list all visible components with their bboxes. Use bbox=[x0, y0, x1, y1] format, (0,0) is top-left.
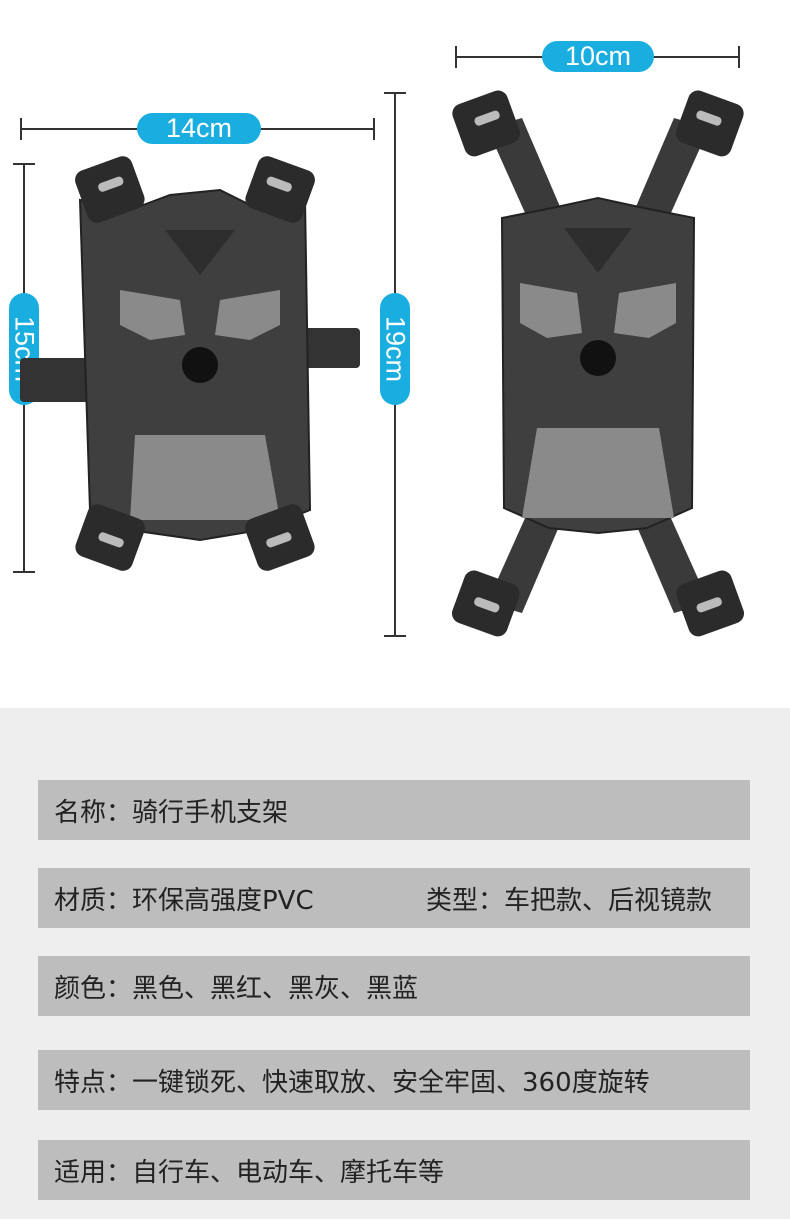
height-label-19cm: 19cm bbox=[380, 293, 411, 405]
width-tick-left-a bbox=[20, 118, 22, 140]
spec-colors-bar: 颜色：黑色、黑红、黑灰、黑蓝 bbox=[38, 956, 750, 1016]
spec-name-bar: 名称：骑行手机支架 bbox=[38, 780, 750, 840]
spec-material-bar: 材质：环保高强度PVC 类型：车把款、后视镜款 bbox=[38, 868, 750, 928]
height-tick-left-b bbox=[13, 571, 35, 573]
width-label-14cm: 14cm bbox=[137, 113, 261, 144]
height-tick-left-a bbox=[13, 163, 35, 165]
spec-suitable: 适用：自行车、电动车、摩托车等 bbox=[54, 1157, 445, 1188]
spec-name: 名称：骑行手机支架 bbox=[54, 797, 289, 828]
spec-panel: 名称：骑行手机支架 材质：环保高强度PVC 类型：车把款、后视镜款 颜色：黑色、… bbox=[0, 708, 790, 1219]
height-tick-right-b bbox=[384, 635, 406, 637]
width-tick-left-b bbox=[373, 118, 375, 140]
spec-features: 特点：一键锁死、快速取放、安全牢固、360度旋转 bbox=[54, 1067, 650, 1098]
spec-material: 材质：环保高强度PVC bbox=[54, 885, 314, 916]
spec-type: 类型：车把款、后视镜款 bbox=[426, 885, 713, 916]
width-label-10cm: 10cm bbox=[542, 41, 654, 72]
width-tick-right-a bbox=[455, 46, 457, 68]
phone-holder-open-image bbox=[452, 90, 744, 637]
spec-suitable-bar: 适用：自行车、电动车、摩托车等 bbox=[38, 1140, 750, 1200]
width-tick-right-b bbox=[738, 46, 740, 68]
phone-holder-closed-image bbox=[20, 156, 360, 571]
height-tick-right-a bbox=[384, 92, 406, 94]
product-image-area: 14cm 15cm 10cm 19cm bbox=[9, 41, 744, 637]
spec-colors: 颜色：黑色、黑红、黑灰、黑蓝 bbox=[54, 973, 419, 1004]
spec-features-bar: 特点：一键锁死、快速取放、安全牢固、360度旋转 bbox=[38, 1050, 750, 1110]
